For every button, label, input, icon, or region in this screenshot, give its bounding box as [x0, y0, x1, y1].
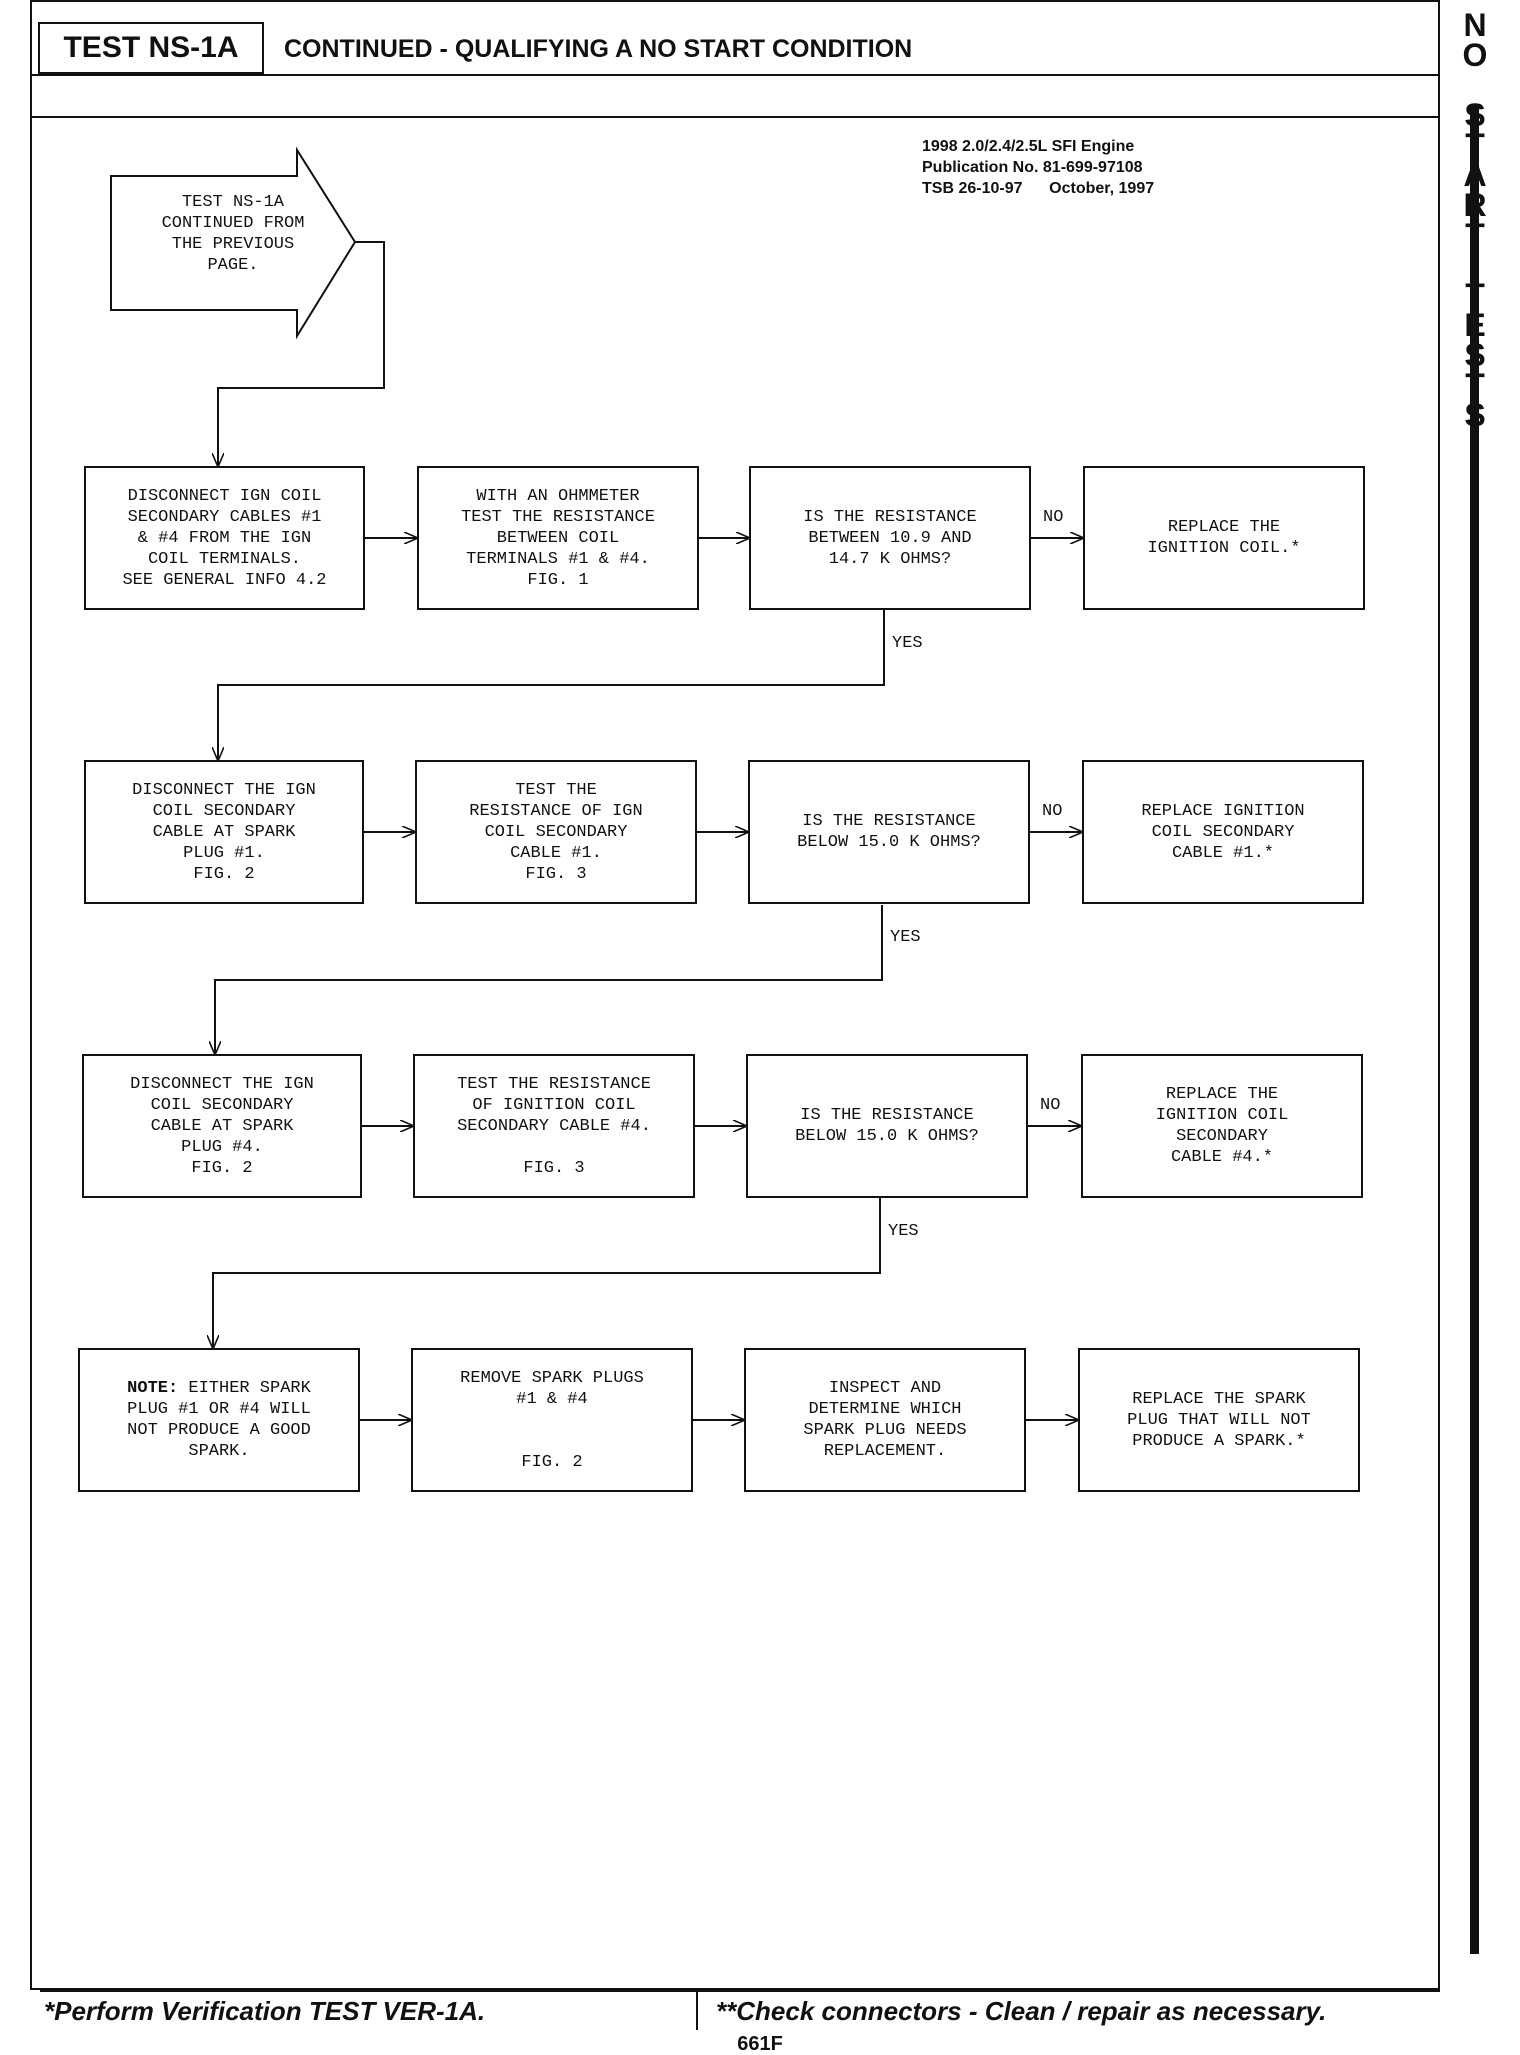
step-text: TEST THE RESISTANCE OF IGN COIL SECONDAR…	[469, 780, 643, 884]
step-text: TEST THE RESISTANCE OF IGNITION COIL SEC…	[457, 1074, 651, 1178]
note-label: NOTE:	[127, 1379, 179, 1398]
action-text: REPLACE THE IGNITION COIL SECONDARY CABL…	[1155, 1085, 1289, 1167]
connector-start-to-row1	[218, 241, 385, 466]
step-box-r1-1: DISCONNECT IGN COIL SECONDARY CABLES #1 …	[84, 466, 365, 610]
publication-line-1: 1998 2.0/2.4/2.5L SFI Engine	[922, 138, 1135, 155]
step-text: DISCONNECT THE IGN COIL SECONDARY CABLE …	[130, 1074, 314, 1178]
question-text: IS THE RESISTANCE BELOW 15.0 K OHMS?	[797, 812, 981, 852]
step-box-r2-2: TEST THE RESISTANCE OF IGN COIL SECONDAR…	[415, 760, 697, 904]
page-frame	[30, 0, 1440, 1990]
step-text: INSPECT AND DETERMINE WHICH SPARK PLUG N…	[803, 1379, 967, 1461]
no-label: NO	[1043, 508, 1064, 527]
connector-r1-yes	[218, 610, 885, 760]
note-text: EITHER SPARK PLUG #1 OR #4 WILL NOT PROD…	[127, 1379, 311, 1461]
step-text: WITH AN OHMMETER TEST THE RESISTANCE BET…	[461, 486, 655, 590]
no-label: NO	[1042, 802, 1063, 821]
start-node-text: TEST NS-1A CONTINUED FROM THE PREVIOUS P…	[161, 193, 305, 275]
connector-r3-yes	[213, 1198, 881, 1348]
yes-label: YES	[892, 634, 923, 653]
step-box-r4-2: REMOVE SPARK PLUGS #1 & #4 FIG. 2	[411, 1348, 693, 1492]
publication-line-2: Publication No. 81-699-97108	[922, 159, 1143, 176]
header-band	[30, 0, 1440, 118]
footer-left-note: *Perform Verification TEST VER-1A.	[40, 1990, 698, 2030]
action-box-r4: REPLACE THE SPARK PLUG THAT WILL NOT PRO…	[1078, 1348, 1360, 1492]
page-title: CONTINUED - QUALIFYING A NO START CONDIT…	[284, 35, 913, 63]
step-box-r4-3: INSPECT AND DETERMINE WHICH SPARK PLUG N…	[744, 1348, 1026, 1492]
action-text: REPLACE THE SPARK PLUG THAT WILL NOT PRO…	[1127, 1389, 1311, 1451]
action-box-r2: REPLACE IGNITION COIL SECONDARY CABLE #1…	[1082, 760, 1364, 904]
question-text: IS THE RESISTANCE BELOW 15.0 K OHMS?	[795, 1106, 979, 1146]
start-arrow-shape	[110, 146, 357, 340]
footer-right-note: **Check connectors - Clean / repair as n…	[698, 1990, 1440, 2030]
decision-box-r3: IS THE RESISTANCE BELOW 15.0 K OHMS?	[746, 1054, 1028, 1198]
question-text: IS THE RESISTANCE BETWEEN 10.9 AND 14.7 …	[803, 507, 977, 569]
side-letter: N	[1463, 7, 1487, 43]
step-text: DISCONNECT THE IGN COIL SECONDARY CABLE …	[132, 780, 316, 884]
publication-info: 1998 2.0/2.4/2.5L SFI Engine Publication…	[922, 136, 1154, 199]
publication-line-3: TSB 26-10-97 October, 1997	[922, 180, 1155, 197]
step-box-r2-1: DISCONNECT THE IGN COIL SECONDARY CABLE …	[84, 760, 364, 904]
action-box-r1: REPLACE THE IGNITION COIL.*	[1083, 466, 1365, 610]
action-box-r3: REPLACE THE IGNITION COIL SECONDARY CABL…	[1081, 1054, 1363, 1198]
step-text: REMOVE SPARK PLUGS #1 & #4 FIG. 2	[460, 1368, 644, 1472]
test-id-badge: TEST NS-1A	[38, 22, 264, 74]
yes-label: YES	[890, 928, 921, 947]
step-box-r3-1: DISCONNECT THE IGN COIL SECONDARY CABLE …	[82, 1054, 362, 1198]
decision-box-r2: IS THE RESISTANCE BELOW 15.0 K OHMS?	[748, 760, 1030, 904]
decision-box-r1: IS THE RESISTANCE BETWEEN 10.9 AND 14.7 …	[749, 466, 1031, 610]
page-number: 661F	[737, 2033, 783, 2055]
action-text: REPLACE THE IGNITION COIL.*	[1147, 518, 1301, 558]
note-box-r4: NOTE: EITHER SPARK PLUG #1 OR #4 WILL NO…	[78, 1348, 360, 1492]
note-content: NOTE: EITHER SPARK PLUG #1 OR #4 WILL NO…	[127, 1378, 311, 1462]
no-label: NO	[1040, 1096, 1061, 1115]
yes-label: YES	[888, 1222, 919, 1241]
side-bar	[1470, 104, 1479, 1954]
step-box-r3-2: TEST THE RESISTANCE OF IGNITION COIL SEC…	[413, 1054, 695, 1198]
side-letter: O	[1462, 37, 1488, 73]
header-divider	[30, 74, 1440, 76]
step-box-r1-2: WITH AN OHMMETER TEST THE RESISTANCE BET…	[417, 466, 699, 610]
connector-r2-yes	[215, 905, 883, 1054]
action-text: REPLACE IGNITION COIL SECONDARY CABLE #1…	[1141, 801, 1305, 863]
step-text: DISCONNECT IGN COIL SECONDARY CABLES #1 …	[122, 486, 327, 590]
